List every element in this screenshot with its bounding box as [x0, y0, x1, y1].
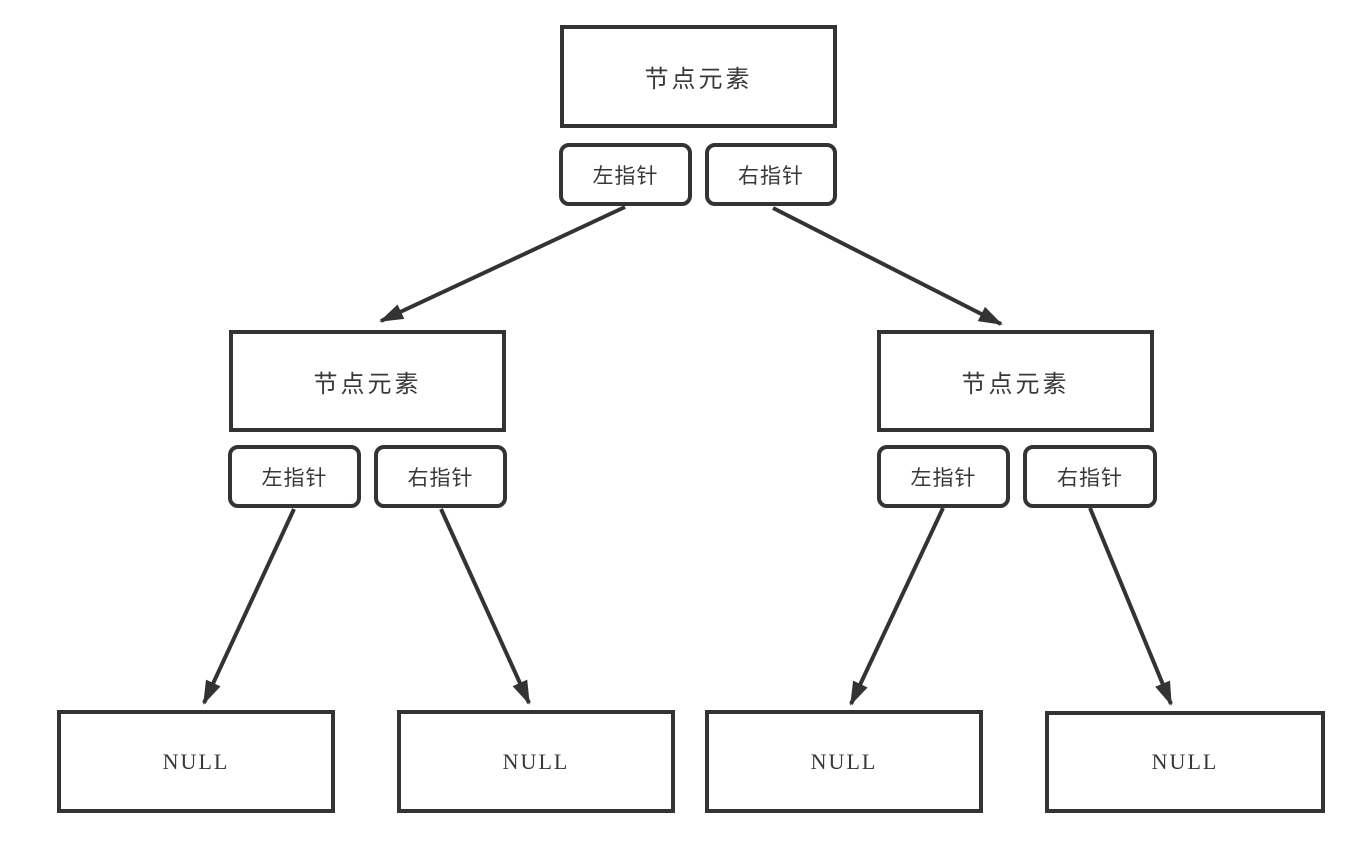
arrow-left-child-right-pointer-to-null: [439, 508, 531, 705]
right-child-left-pointer-label: 左指针: [910, 465, 977, 490]
null-label: NULL: [1151, 749, 1219, 774]
root-node-label: 节点元素: [644, 67, 753, 93]
root-left-pointer-box: 左指针: [559, 143, 692, 206]
right-child-right-pointer-label: 右指针: [1057, 465, 1123, 490]
null-box-right-child-right: NULL: [1045, 711, 1325, 813]
root-right-pointer-label: 右指针: [738, 163, 804, 188]
right-child-node-label: 节点元素: [961, 371, 1070, 398]
left-child-right-pointer-box: 右指针: [374, 445, 507, 508]
null-box-left-child-right: NULL: [397, 710, 675, 813]
left-child-node-box: 节点元素: [229, 330, 506, 432]
null-label: NULL: [162, 748, 230, 774]
arrow-right-child-right-pointer-to-null: [1088, 507, 1173, 706]
left-child-right-pointer-label: 右指针: [407, 465, 474, 490]
right-child-node-box: 节点元素: [877, 330, 1154, 432]
null-label: NULL: [502, 748, 570, 774]
arrow-root-left-pointer-to-left-child: [379, 205, 626, 323]
null-label: NULL: [810, 748, 878, 774]
null-box-left-child-left: NULL: [57, 710, 335, 813]
arrow-right-child-left-pointer-to-null: [849, 507, 945, 706]
root-node-box: 节点元素: [560, 25, 837, 128]
arrow-left-child-left-pointer-to-null: [202, 508, 296, 705]
left-child-left-pointer-label: 左指针: [261, 465, 328, 490]
null-box-right-child-left: NULL: [705, 710, 983, 813]
right-child-right-pointer-box: 右指针: [1023, 445, 1157, 508]
right-child-left-pointer-box: 左指针: [877, 445, 1010, 508]
root-left-pointer-label: 左指针: [592, 163, 659, 188]
arrow-root-right-pointer-to-right-child: [772, 206, 1003, 326]
left-child-left-pointer-box: 左指针: [228, 445, 361, 508]
left-child-node-label: 节点元素: [313, 371, 422, 398]
root-right-pointer-box: 右指针: [705, 143, 837, 206]
